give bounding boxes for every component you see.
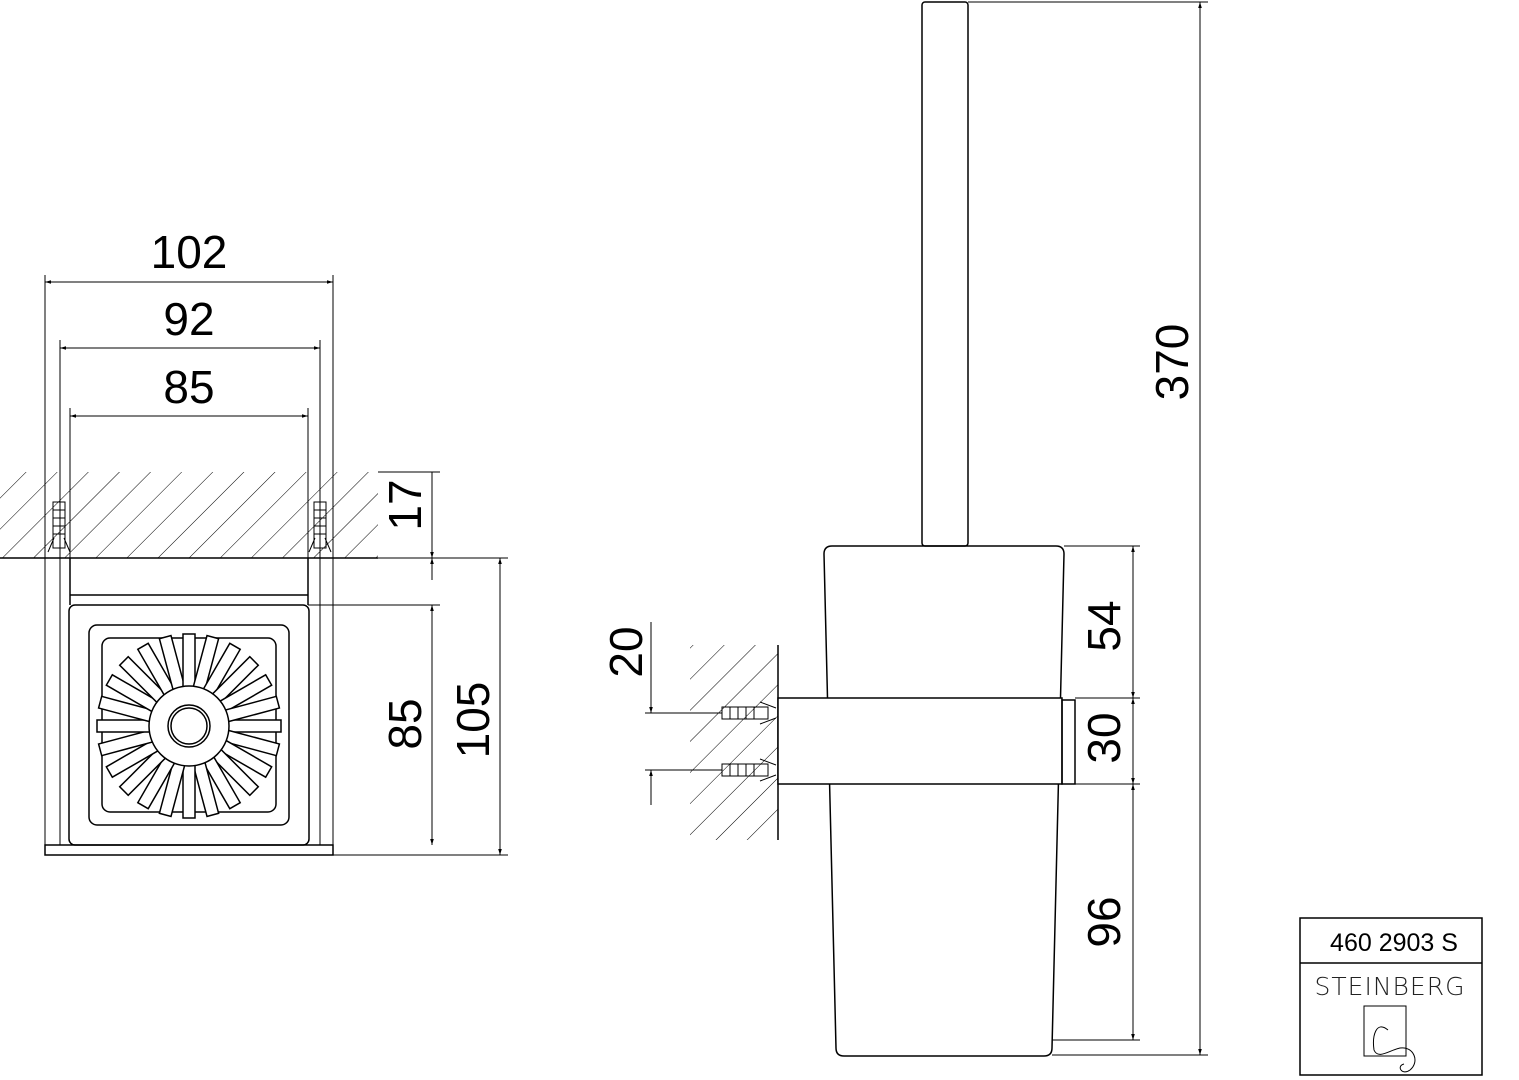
bristle	[182, 761, 196, 819]
wall-bracket	[777, 697, 1063, 785]
title-block: 460 2903 S STEINBERG	[1299, 917, 1483, 1076]
wall-anchor-icon	[47, 501, 332, 553]
top-view: 102 92 85 17 85 105	[0, 226, 508, 856]
brush-cup	[823, 545, 1065, 1057]
brush-handle	[921, 1, 969, 547]
dim-width-mid: 92	[163, 293, 214, 345]
bristle	[224, 719, 282, 733]
dim-height-overall: 370	[1146, 324, 1198, 401]
holder-body	[68, 604, 310, 846]
dim-holder-depth: 85	[379, 698, 431, 749]
dim-width-inner: 85	[163, 361, 214, 413]
dim-cup-bottom: 96	[1078, 896, 1130, 947]
brand-name: STEINBERG	[1315, 972, 1466, 1001]
bristle	[182, 633, 196, 691]
dim-bracket: 30	[1078, 712, 1130, 763]
article-number: 460 2903 S	[1330, 929, 1458, 957]
wall-hatch-top	[0, 472, 378, 558]
dim-wall-depth: 17	[379, 479, 431, 530]
dim-width-overall: 102	[151, 226, 228, 278]
side-view: 370 54 30 96 20	[600, 1, 1208, 1057]
steinberg-logo-icon	[1363, 1005, 1416, 1073]
dim-total-depth: 105	[447, 682, 499, 759]
wall-hatch-side	[690, 645, 778, 840]
dim-cup-top: 54	[1078, 600, 1130, 651]
bristle	[96, 719, 154, 733]
dim-screw-spacing: 20	[600, 626, 652, 677]
